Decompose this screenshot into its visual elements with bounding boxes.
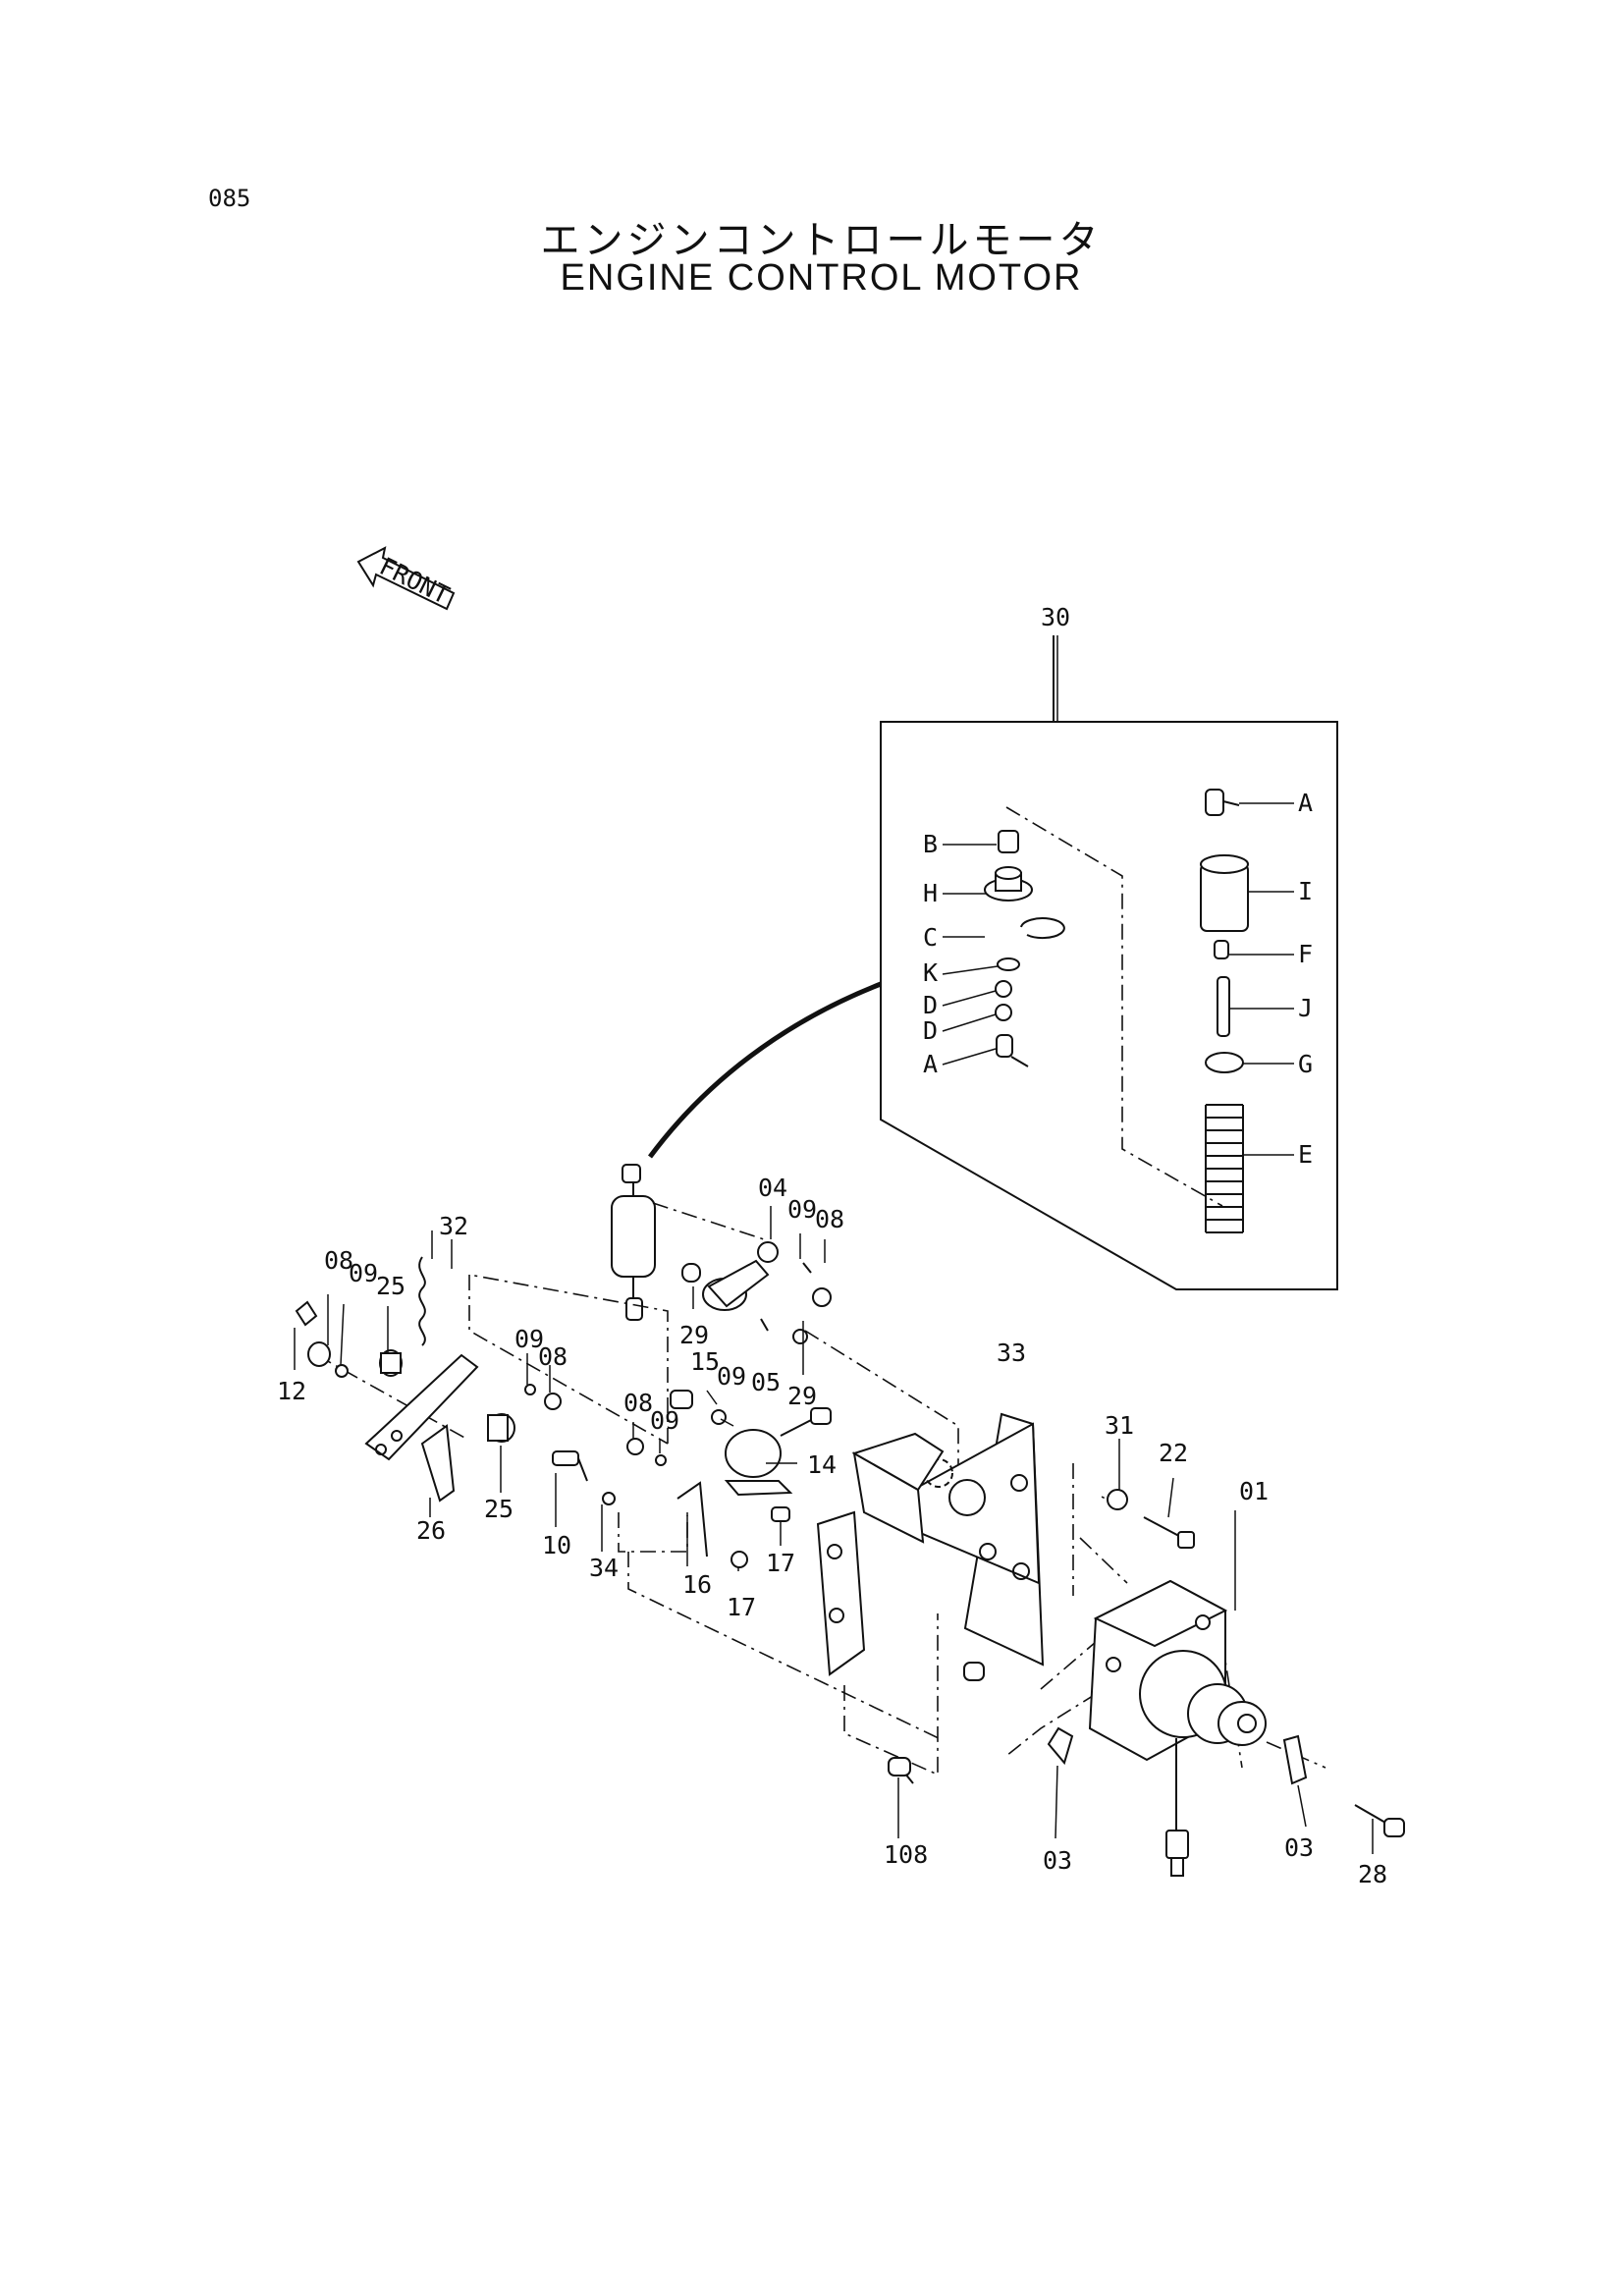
part-number-25-left: 25 bbox=[376, 1272, 406, 1300]
kit-right-components bbox=[1200, 789, 1249, 1233]
front-arrow-label: FRONT bbox=[375, 552, 454, 610]
part-number-32: 32 bbox=[439, 1212, 468, 1240]
part-number-12: 12 bbox=[277, 1377, 306, 1405]
kit-label-d-lower: D bbox=[923, 1016, 938, 1045]
kit-left-components bbox=[984, 830, 1065, 1067]
part-number-16: 16 bbox=[682, 1570, 712, 1599]
kit-30-frame bbox=[880, 635, 1338, 1290]
part-number-29-left: 29 bbox=[679, 1321, 709, 1349]
kit-label-f: F bbox=[1298, 940, 1313, 968]
kit-label-k: K bbox=[923, 958, 938, 987]
part-number-30: 30 bbox=[1041, 603, 1070, 631]
part-number-14: 14 bbox=[807, 1450, 837, 1479]
lever-assembly bbox=[295, 1256, 616, 1505]
part-number-08-center: 08 bbox=[623, 1389, 653, 1417]
part-number-09-center: 09 bbox=[650, 1406, 679, 1435]
part-number-34: 34 bbox=[589, 1554, 619, 1582]
front-arrow-icon: FRONT bbox=[356, 546, 456, 611]
kit-right-leaders bbox=[1229, 802, 1294, 1156]
bracket-33 bbox=[816, 1412, 1045, 1681]
kit-label-g: G bbox=[1298, 1050, 1313, 1078]
part-number-17-lower: 17 bbox=[727, 1593, 756, 1621]
part-number-09-left: 09 bbox=[349, 1259, 378, 1287]
kit-cable bbox=[647, 981, 882, 1159]
part-number-25-lower: 25 bbox=[484, 1495, 514, 1523]
part-number-09-top: 09 bbox=[787, 1195, 817, 1224]
kit-left-leaders bbox=[942, 844, 999, 1066]
part-number-03-right: 03 bbox=[1284, 1833, 1314, 1862]
kit-label-h: H bbox=[923, 879, 938, 907]
part-number-22: 22 bbox=[1159, 1439, 1188, 1467]
part-number-33: 33 bbox=[997, 1339, 1026, 1367]
part-number-09-upper: 09 bbox=[717, 1362, 746, 1391]
part-number-10: 10 bbox=[542, 1531, 571, 1559]
engine-control-motor-01 bbox=[1088, 1579, 1267, 1877]
part-number-03-left: 03 bbox=[1043, 1846, 1072, 1875]
leader-lines bbox=[294, 635, 1374, 1854]
part-number-01: 01 bbox=[1239, 1477, 1269, 1505]
kit-label-c: C bbox=[923, 923, 938, 952]
part-number-108: 108 bbox=[884, 1840, 928, 1869]
page-title-japanese: エンジンコントロールモータ bbox=[540, 218, 1103, 263]
part-number-05: 05 bbox=[751, 1368, 781, 1396]
part-number-26: 26 bbox=[416, 1516, 446, 1545]
part-number-15: 15 bbox=[690, 1347, 720, 1376]
page-number: 085 bbox=[208, 185, 251, 212]
kit-label-e: E bbox=[1298, 1140, 1313, 1169]
part-number-09-lever: 09 bbox=[514, 1325, 544, 1353]
page-title-english: ENGINE CONTROL MOTOR bbox=[560, 257, 1083, 299]
part-number-29-right: 29 bbox=[787, 1382, 817, 1410]
part-number-08-lever: 08 bbox=[538, 1342, 568, 1371]
right-fasteners bbox=[888, 1489, 1405, 1837]
damper-assembly bbox=[611, 1164, 656, 1321]
part-number-17-upper: 17 bbox=[766, 1549, 795, 1577]
kit-label-j: J bbox=[1298, 994, 1313, 1022]
center-parts bbox=[626, 1241, 832, 1568]
part-number-08-left: 08 bbox=[324, 1246, 353, 1275]
part-number-08-top: 08 bbox=[815, 1205, 844, 1233]
part-number-31: 31 bbox=[1105, 1411, 1134, 1440]
part-number-04: 04 bbox=[758, 1174, 787, 1202]
kit-label-b: B bbox=[923, 830, 938, 858]
kit-label-i: I bbox=[1298, 877, 1313, 905]
part-number-28: 28 bbox=[1358, 1860, 1387, 1888]
kit-label-d-upper: D bbox=[923, 991, 938, 1019]
kit-label-a-right: A bbox=[1298, 789, 1313, 817]
kit-label-a-left: A bbox=[923, 1050, 938, 1078]
